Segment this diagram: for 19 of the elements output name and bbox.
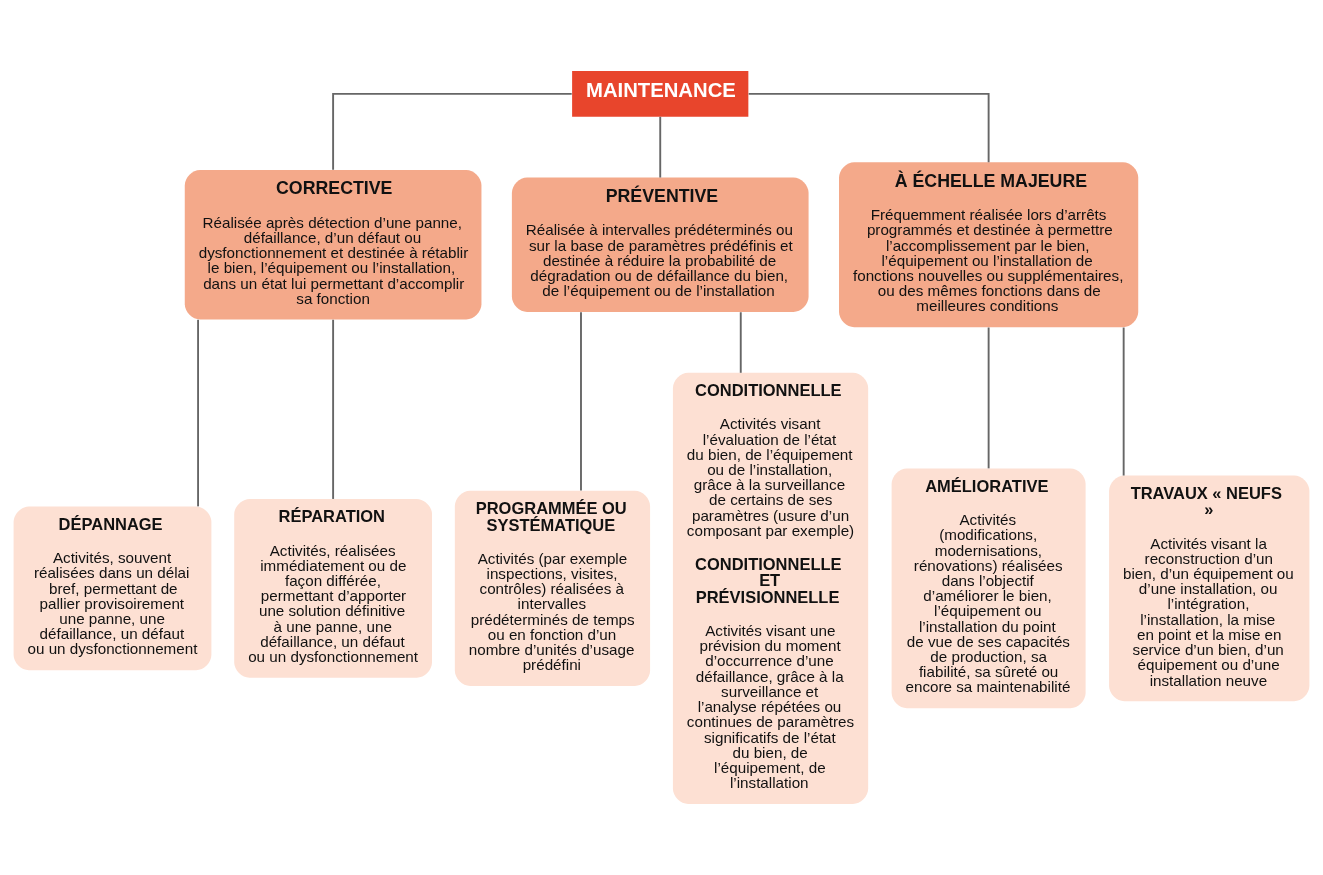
connector [659,115,662,179]
node-box: DÉPANNAGE Activités, souvent réalisées dans un délai bref, permettant de pallier provisoirement une panne, une défaillance, un défaut ou un dysfonctionnement [13,506,212,671]
node-box: TRAVAUX « NEUFS » Activités visant la reconstruction d’un bien, d’un équipement ou d’une installation, ou l’intégration, l’installation, la mise en point et la mise en service d’un bien, d’un équipement ou d’une installation neuve [1109,475,1310,702]
node-box: À ÉCHELLE MAJEURE Fréquemment réalisée lors d’arrêts programmés et destinée à permettre l’accomplissement par le bien, l’équipement ou l’installation de fonctions nouvelles ou supplémentaires, ou des mêmes fonctions dans de meilleures conditions [839,162,1139,328]
node-box: MAINTENANCE [572,71,749,117]
node-box: AMÉLIORATIVE Activités (modifications, modernisations, rénovations) réalisées dans l’objectif d’améliorer le bien, l’équipement ou l’installation du point de vue de ses capacités de production, sa fiabilité, sa sûreté ou encore sa maintenabilité [891,468,1086,709]
connector [747,92,990,164]
connector [739,311,742,374]
connector [987,326,990,470]
connector [332,318,335,500]
node-box: PROGRAMMÉE OU SYSTÉMATIQUE Activités (par exemple inspections, visites, contrôles) réalisées à intervalles prédéterminés de temps ou en fonction d’un nombre d’unités d’usage prédéfini [454,490,651,686]
connector [197,318,200,508]
connector [332,92,573,171]
connector [1122,326,1125,477]
connector [580,311,582,492]
node-box: CONDITIONNELLE Activités visant l’évaluation de l’état du bien, de l’équipement ou de l’installation, grâce à la surveillance de certains de ses paramètres (usure d’un composant par exemple) CONDITIONNELLE ET PRÉVISIONNELLE Activités visant une prévision du moment d’occurrence d’une défaillance, grâce à la surveillance et l’analyse répétées ou continues de paramètres significatifs de l’état du bien, de l’équipement, de l’installation [672,372,869,804]
node-box: RÉPARATION Activités, réalisées immédiatement ou de façon différée, permettant d’apporter une solution définitive à une panne, une défaillance, un défaut ou un dysfonctionnement [234,499,432,678]
node-box: PRÉVENTIVE Réalisée à intervalles prédéterminés ou sur la base de paramètres prédéfinis et destinée à réduire la probabilité de dégradation ou de défaillance du bien, de l’équipement ou de l’installation [511,177,809,312]
node-box: CORRECTIVE Réalisée après détection d’une panne, défaillance, d’un défaut ou dysfonctionnement et destinée à rétablir le bien, l’équipement ou l’installation, dans un état lui permettant d’accomplir sa fonction [184,169,482,320]
